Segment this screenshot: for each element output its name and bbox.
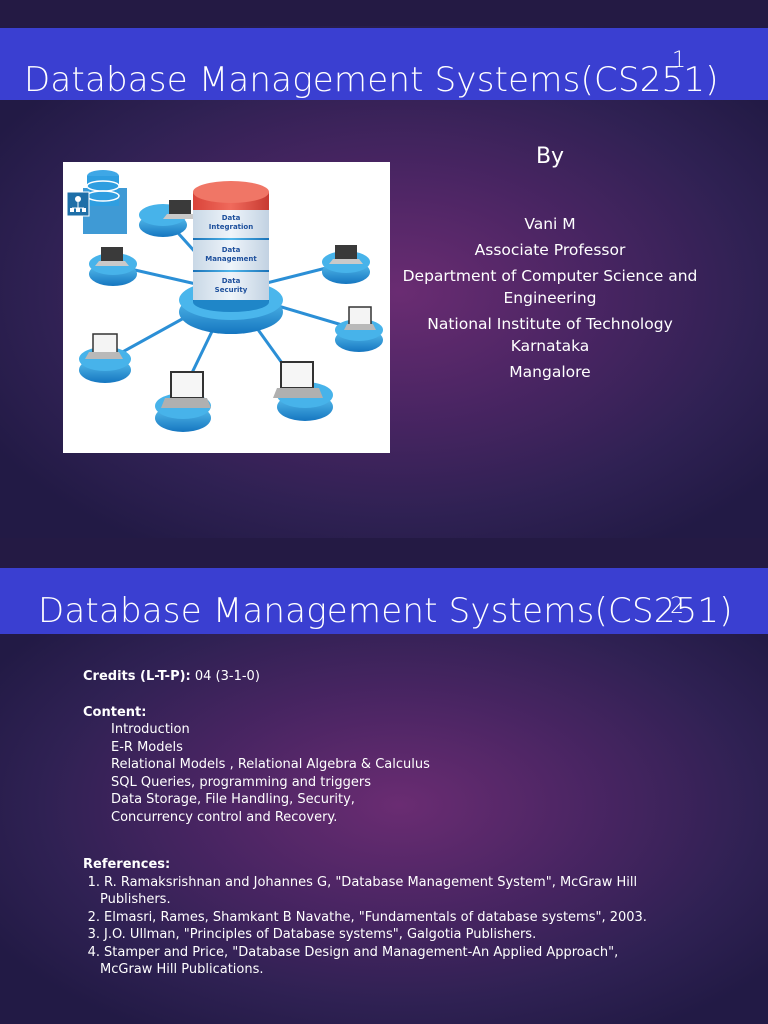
reference-number: 4.: [87, 944, 100, 960]
reference-continuation: Publishers.: [100, 892, 171, 907]
network-nodes: [79, 200, 383, 432]
reference-text: Stamper and Price, "Database Design and …: [104, 944, 619, 960]
content-item: Relational Models , Relational Algebra &…: [111, 757, 430, 772]
credits-label: Credits (L-T-P):: [83, 669, 191, 684]
reference-text: Elmasri, Rames, Shamkant B Navathe, "Fun…: [104, 909, 647, 925]
content-item: Data Storage, File Handling, Security,: [111, 792, 355, 807]
reference-number: 1.: [87, 874, 100, 890]
credits-line: Credits (L-T-P): 04 (3-1-0): [83, 668, 743, 686]
reference-number: 3.: [87, 927, 100, 942]
reference-item: 1. R. Ramaksrishnan and Johannes G, "Dat…: [83, 874, 743, 892]
content-item: Concurrency control and Recovery.: [111, 809, 338, 825]
layer-label-management-2: Management: [205, 255, 257, 263]
slide-1: Database Management Systems(CS251) 1: [0, 26, 768, 538]
course-details: Credits (L-T-P): 04 (3-1-0) Content: Int…: [83, 668, 743, 979]
content-heading: Content:: [83, 704, 147, 720]
references-heading: References:: [83, 857, 171, 872]
layer-label-integration-2: Integration: [209, 223, 253, 231]
slide-number: 1: [672, 48, 687, 73]
central-database-cylinder: Data Integration Data Management Data Se…: [193, 181, 269, 312]
author-institute: National Institute of Technology Karnata…: [427, 315, 673, 355]
credits-value: 04 (3-1-0): [190, 669, 260, 684]
layer-label-security-1: Data: [222, 277, 241, 285]
content-item: Introduction: [111, 722, 190, 737]
reference-item: 2. Elmasri, Rames, Shamkant B Navathe, "…: [83, 909, 743, 927]
content-item: SQL Queries, programming and triggers: [111, 774, 371, 790]
database-server-icon: [66, 170, 127, 234]
reference-text: J.O. Ullman, "Principles of Database sys…: [104, 927, 537, 942]
layer-label-security-2: Security: [215, 286, 248, 294]
database-network-illustration: Data Integration Data Management Data Se…: [63, 162, 390, 453]
layer-label-management-1: Data: [222, 246, 241, 254]
author-block: By Vani M Associate Professor Department…: [395, 144, 705, 387]
content-item: E-R Models: [111, 739, 183, 755]
reference-number: 2.: [87, 909, 100, 925]
author-department: Department of Computer Science and Engin…: [402, 267, 698, 307]
slide-number: 2: [670, 594, 685, 619]
title-bar: Database Management Systems(CS251) 2: [0, 568, 768, 634]
layer-label-integration-1: Data: [222, 214, 241, 222]
author-city: Mangalore: [509, 363, 591, 381]
slide-title: Database Management Systems(CS251): [24, 60, 719, 100]
author-title: Associate Professor: [474, 241, 626, 259]
content-list: Introduction E-R Models Relational Model…: [83, 721, 743, 826]
reference-item: 3. J.O. Ullman, "Principles of Database …: [83, 926, 743, 944]
reference-continuation: McGraw Hill Publications.: [100, 962, 264, 977]
reference-text: R. Ramaksrishnan and Johannes G, "Databa…: [104, 874, 638, 890]
database-network-graphic: Data Integration Data Management Data Se…: [66, 170, 383, 432]
title-bar: Database Management Systems(CS251) 1: [0, 28, 768, 100]
references-list: 1. R. Ramaksrishnan and Johannes G, "Dat…: [83, 874, 743, 979]
slide-2: Database Management Systems(CS251) 2 Cre…: [0, 568, 768, 1024]
author-name: Vani M: [524, 215, 576, 233]
by-label: By: [535, 144, 565, 169]
reference-item: 4. Stamper and Price, "Database Design a…: [83, 944, 743, 962]
slide-title: Database Management Systems(CS251): [38, 591, 733, 631]
